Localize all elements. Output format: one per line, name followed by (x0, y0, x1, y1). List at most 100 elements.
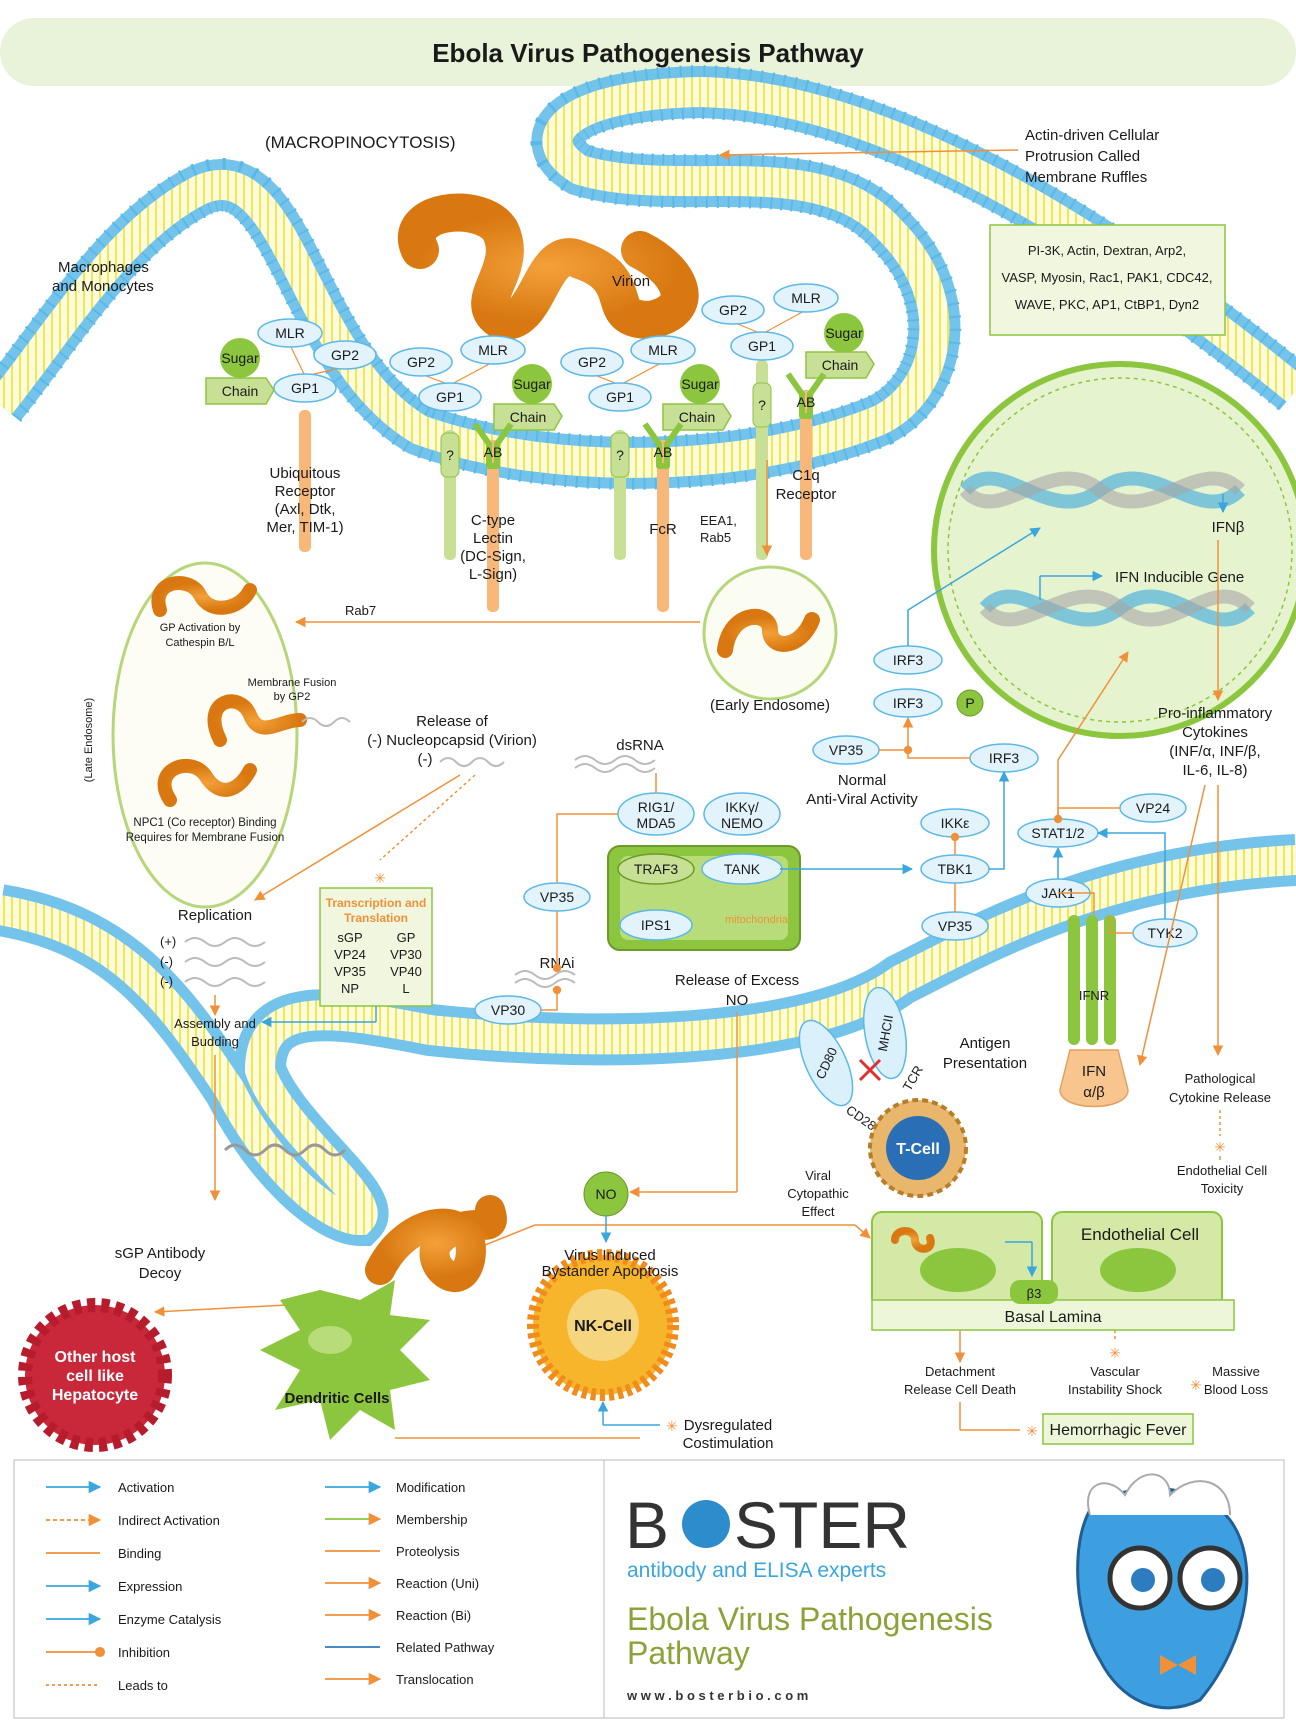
gp2-node-text: GP2 (578, 354, 606, 370)
proinf-line-2: Cytokines (1182, 724, 1248, 741)
release-line-3: (-) (418, 751, 433, 768)
unknown-text: ? (446, 447, 454, 463)
ips1-node-text: IPS1 (641, 917, 672, 933)
leads-to-icon-3: ✳ (1026, 1423, 1038, 1439)
viral-cyto-line-2: Cytopathic (787, 1186, 849, 1201)
brand-block: B STER antibody and ELISA experts Ebola … (625, 1488, 993, 1703)
viral-cyto-line-3: Effect (801, 1204, 834, 1219)
normal-line-1: Normal (838, 772, 886, 789)
replication: Replication (+) (-) (-) Assembly and Bud… (160, 907, 266, 1202)
stat-to-nucleus (1057, 651, 1129, 820)
release-no-line-2: NO (726, 992, 749, 1009)
traf3-node-text: TRAF3 (634, 861, 679, 877)
transcription-title-1: Transcription and (326, 896, 427, 910)
unknown-node: ? (752, 382, 772, 428)
ubiq-line-2: Receptor (275, 483, 336, 500)
gp1-node: GP1 (730, 331, 794, 361)
gp-activation-line-2: Cathespin B/L (165, 637, 234, 649)
leads-to-icon-6: ✳ (666, 1418, 678, 1434)
ifnr-receptor: IFNR IFN α/β (1059, 915, 1129, 1108)
gp1-node: GP1 (418, 382, 482, 412)
virion-label: Virion (612, 273, 650, 290)
gp2-node-text: GP2 (331, 347, 359, 363)
ab-text: AB (797, 394, 816, 410)
late-endosome: (Late Endosome) GP Activation by Cathesp… (83, 561, 351, 909)
legend-label: Expression (118, 1579, 182, 1594)
irf3-node-1-text: IRF3 (893, 652, 924, 668)
nucleus: IFNβ IFN Inducible Gene (931, 361, 1296, 739)
dendritic-cell: Dendritic Cells (260, 1280, 640, 1440)
gp1-node-text: GP1 (748, 338, 776, 354)
legend-label: Related Pathway (396, 1640, 495, 1655)
antibody-node: AB (642, 422, 684, 469)
legend-label: Translocation (396, 1672, 474, 1687)
pathway-links (541, 527, 1166, 1011)
p-node-2: P (956, 689, 984, 717)
transcription-item: VP35 (334, 964, 366, 979)
ifnr-tyk2 (1109, 915, 1133, 934)
unknown-node: ? (610, 432, 630, 478)
traf3-node: TRAF3 (617, 853, 695, 885)
macrophages-line-2: and Monocytes (52, 278, 154, 295)
legend-label: Reaction (Bi) (396, 1608, 471, 1623)
gp-activation-line-1: GP Activation by (160, 622, 241, 634)
vp30-node-text: VP30 (491, 1002, 525, 1018)
tyk2-node: TYK2 (1132, 918, 1198, 948)
proinf-line-4: IL-6, IL-8) (1182, 762, 1247, 779)
antibody-node: AB (785, 372, 827, 419)
dsrna: dsRNA (574, 737, 664, 773)
host-line-1: Other host (55, 1349, 137, 1366)
ctype-line-1: C-type (471, 512, 515, 529)
vp30-node: VP30 (474, 995, 542, 1025)
rig1-node: RIG1/MDA5 (617, 792, 695, 836)
transcription-item: NP (341, 981, 359, 996)
ab-text: AB (654, 444, 673, 460)
brand-url: w w w . b o s t e r b i o . c o m (626, 1688, 808, 1703)
legend-label: Activation (118, 1480, 174, 1495)
transcription-item: L (402, 981, 409, 996)
legend-label: Inhibition (118, 1645, 170, 1660)
macropinocytosis-label: (MACROPINOCYTOSIS) (265, 133, 455, 152)
rig1-vp35 (556, 813, 618, 883)
stat12-node-text: STAT1/2 (1031, 825, 1084, 841)
irf3-node-2-text: IRF3 (893, 695, 924, 711)
receptor-labels: Ubiquitous Receptor (Axl, Dtk, Mer, TIM-… (266, 465, 836, 583)
dysreg-line-1: Dysregulated (684, 1417, 772, 1434)
leads-to-icon-2: ✳ (1214, 1139, 1226, 1155)
early-endosome: (Early Endosome) Rab7 (294, 460, 838, 714)
pi3k-line-1: PI-3K, Actin, Dextran, Arp2, (1028, 243, 1186, 258)
legend-label: Proteolysis (396, 1544, 460, 1559)
gp1-node-text: GP1 (606, 389, 634, 405)
npc1-line-2: Requires for Membrane Fusion (126, 832, 285, 844)
legend-label: Leads to (118, 1678, 168, 1693)
rep-minus-2: (-) (160, 974, 173, 989)
vp35-node-3-text: VP35 (540, 889, 574, 905)
transcription-item: VP30 (390, 947, 422, 962)
membrane-ruffles-label: Actin-driven Cellular Protrusion Called … (718, 127, 1159, 186)
host-cell: Other host cell like Hepatocyte (18, 1298, 172, 1452)
brand-tagline: antibody and ELISA experts (627, 1559, 886, 1582)
gp2-node-text: GP2 (407, 354, 435, 370)
legend-label: Binding (118, 1546, 161, 1561)
irf3-node-2: IRF3 (873, 688, 943, 718)
assembly-line-2: Budding (191, 1034, 239, 1049)
viral-cytopathic: Viral Cytopathic Effect (459, 1168, 871, 1256)
gp2-node: GP2 (389, 347, 453, 377)
transcription-item: GP (397, 930, 416, 945)
transcription-box: Transcription and Translation sGPVP24VP3… (260, 887, 433, 1028)
sgp-line-1: sGP Antibody (115, 1245, 206, 1262)
mlr-node-text: MLR (275, 325, 305, 341)
late-endosome-label: (Late Endosome) (83, 698, 95, 782)
c1q-line-1: C1q (792, 467, 820, 484)
leads-to-icon-5: ✳ (1190, 1377, 1202, 1393)
chain-text: Chain (222, 383, 259, 399)
page-title: Ebola Virus Pathogenesis Pathway (432, 38, 864, 68)
ubiq-line-3: (Axl, Dtk, (275, 501, 336, 518)
mascot (1076, 1473, 1249, 1710)
tyk2-stat (1096, 827, 1166, 919)
pi3k-line-2: VASP, Myosin, Rac1, PAK1, CDC42, (1002, 270, 1213, 285)
